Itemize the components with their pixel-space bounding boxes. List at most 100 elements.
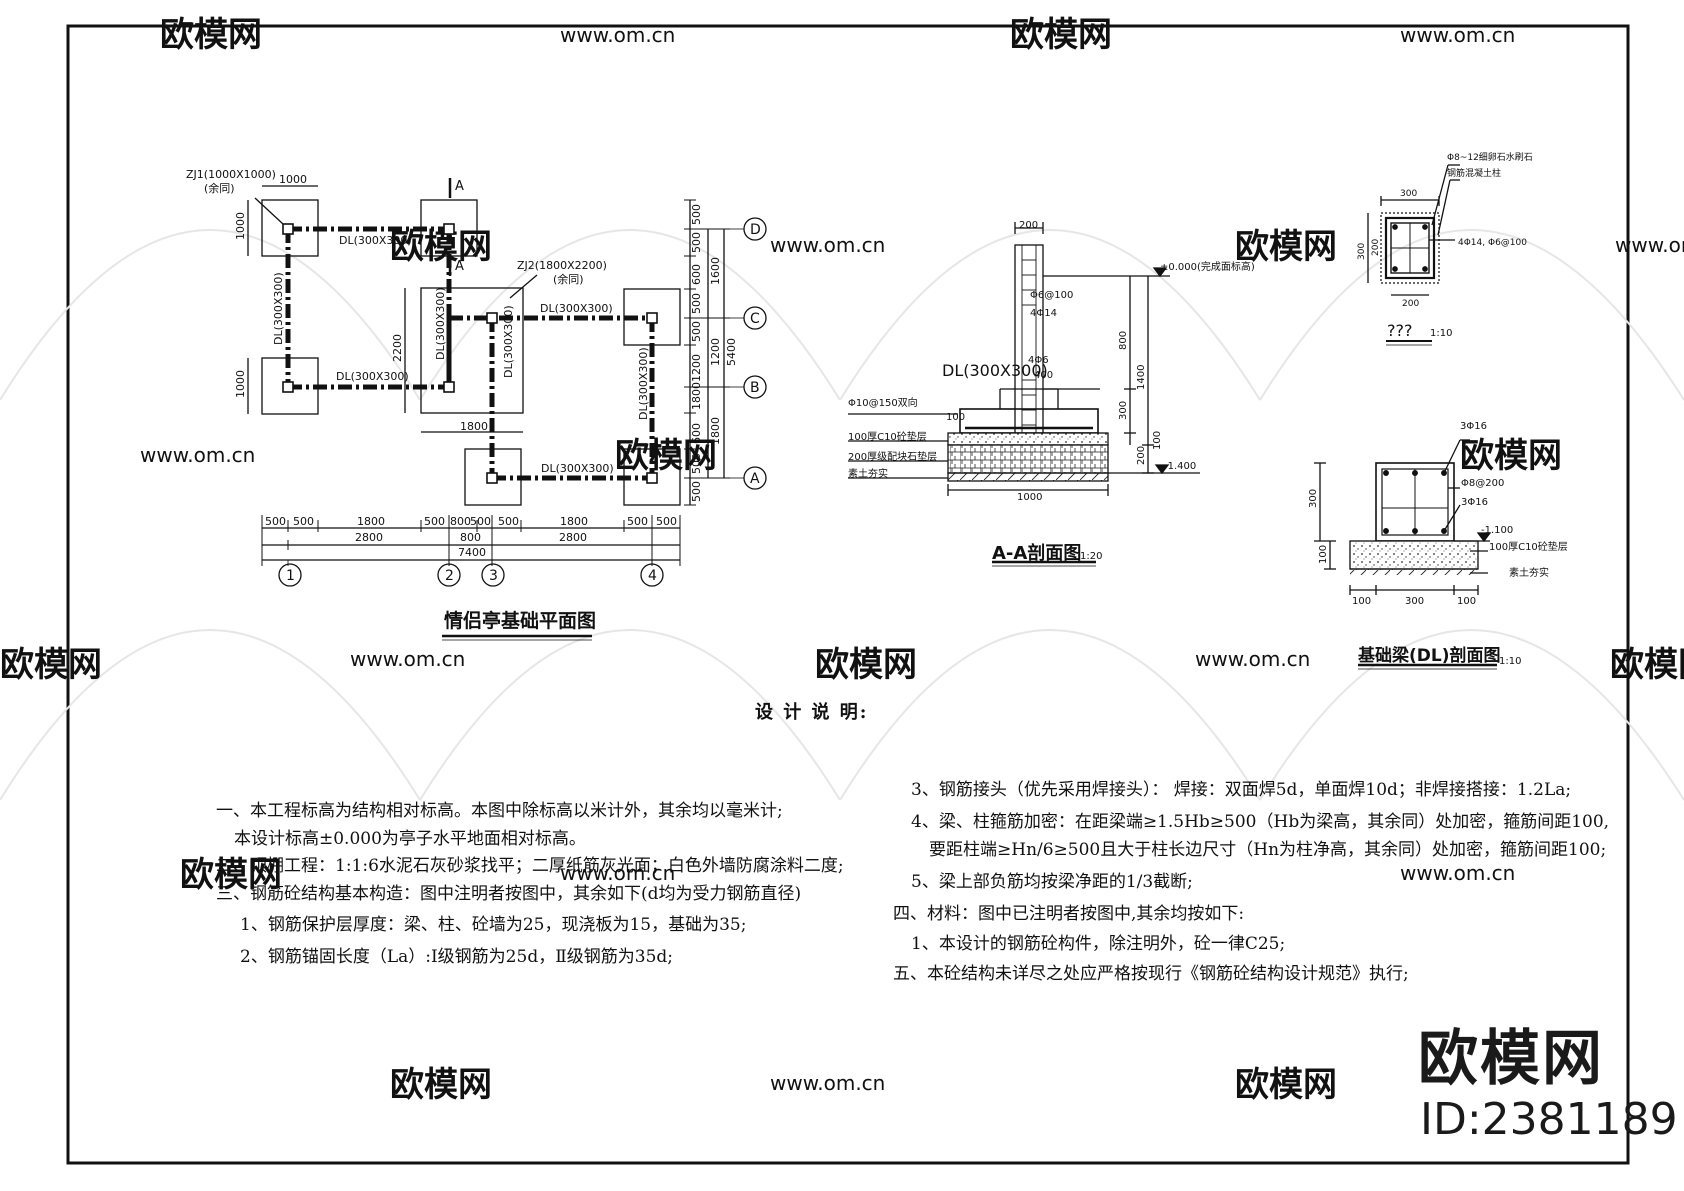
rebar-label: Φ6@100: [1030, 290, 1073, 301]
beam-section-labels: 3Φ16 Φ8@200 3Φ16 -1.100 100厚C10砼垫层 素土夯实 …: [1308, 421, 1568, 667]
dim-label: 5400: [725, 338, 738, 366]
beam-label: DL(300X300): [272, 272, 285, 345]
section-title: 基础梁(DL)剖面图: [1357, 645, 1500, 666]
dim-label: 800: [1118, 331, 1129, 350]
brand-watermark: 欧模网: [1418, 1024, 1604, 1094]
watermark-brand: 欧模网: [160, 15, 262, 55]
dim-label: 500: [656, 515, 677, 528]
watermark-site: www.om.cn: [770, 233, 885, 257]
grid-label: C: [750, 311, 760, 327]
rebar-label: 4Φ14: [1030, 308, 1057, 319]
dim-label: 1200: [690, 354, 703, 382]
dim-label: 600: [690, 423, 703, 444]
grid-label: 4: [648, 568, 657, 584]
dim-label: 100: [1152, 431, 1163, 450]
dim-label: 1000: [279, 173, 307, 186]
grid-bubble: [278, 563, 302, 587]
grid-bubble: [481, 563, 505, 587]
dim-label: 300: [1400, 189, 1417, 199]
dim-label: 200: [1402, 299, 1419, 309]
watermark-brand: 欧模网: [1460, 436, 1562, 476]
beam-label: DL(300X300): [942, 361, 1048, 380]
rebar-label: 3Φ16: [1461, 497, 1488, 508]
note-line: 二、顶棚工程：1:1:6水泥石灰砂浆找平；二厚纸筋灰光面；白色外墙防腐涂料二度;: [216, 856, 844, 876]
note-line: 四、材料：图中已注明者按图中,其余均按如下:: [893, 904, 1245, 924]
dim-label: 100: [1457, 596, 1476, 607]
dim-label: 1000: [1017, 492, 1042, 503]
watermark-brand: 欧模网: [1235, 227, 1337, 267]
beam-label: DL(300X300): [339, 234, 412, 247]
dim-label: 1000: [234, 370, 247, 398]
dim-label: 500: [498, 515, 519, 528]
watermark-site: www.om.cn: [1615, 233, 1684, 257]
grid-label: 1: [286, 568, 295, 584]
sheet-border: [66, 24, 1630, 1165]
dim-label: 100: [946, 412, 965, 423]
dim-label: 500: [690, 204, 703, 225]
note-line: 4、梁、柱箍筋加密：在距梁端≥1.5Hb≥500（Hb为梁高，其余同）处加密，箍…: [911, 812, 1610, 832]
dim-label: 500: [470, 515, 491, 528]
footing-zj2: [420, 287, 524, 414]
dim-label: 800: [460, 531, 481, 544]
zj2-note: (余同): [553, 272, 584, 286]
dim-label: 2200: [391, 334, 404, 362]
watermark-sites: www.om.cn www.om.cn www.om.cn www.om.cn …: [140, 23, 1684, 1095]
note-line: 5、梁上部负筋均按梁净距的1/3截断;: [911, 872, 1193, 892]
note-line: 3、钢筋接头（优先采用焊接头）： 焊接：双面焊5d，单面焊10d；非焊接搭接：1…: [911, 780, 1572, 800]
zj2-label: ZJ2(1800X2200): [517, 259, 607, 272]
grid-label: 2: [445, 568, 454, 584]
grid-bubble: [743, 306, 767, 330]
foundation-plan: [247, 178, 767, 641]
grid-bubble: [743, 466, 767, 490]
rebar-label: 3Φ16: [1460, 421, 1487, 432]
dim-label: 500: [690, 321, 703, 342]
watermark-brand: 欧模网: [390, 1065, 492, 1105]
grid-label: 3: [489, 568, 498, 584]
dim-label: 500: [265, 515, 286, 528]
section-mark: A: [455, 259, 464, 274]
level-label: ±0.000(完成面标高): [1160, 260, 1255, 273]
section-title: ???: [1387, 321, 1412, 340]
grid-bubble: [437, 563, 461, 587]
layer-label: 100厚C10砼垫层: [848, 430, 927, 443]
section-scale: 1:10: [1499, 656, 1521, 667]
dim-label: 400: [1034, 370, 1053, 381]
watermark-brand: 欧模网: [180, 855, 282, 895]
dim-label: 500: [424, 515, 445, 528]
dim-label: 1000: [234, 212, 247, 240]
watermark-brand: 欧模网: [615, 436, 717, 476]
dim-label: 1200: [709, 338, 722, 366]
section-title: A-A剖面图: [992, 542, 1081, 564]
watermark-site: www.om.cn: [140, 443, 255, 467]
dim-label: 1800: [690, 382, 703, 410]
level-label: -1.400: [1164, 461, 1196, 472]
watermark-site: www.om.cn: [1195, 647, 1310, 671]
column-section: [1367, 164, 1460, 346]
note-line: 2、钢筋锚固长度（La）:Ⅰ级钢筋为25d，Ⅱ级钢筋为35d;: [240, 946, 673, 967]
dim-label: 300: [1118, 401, 1129, 420]
beam-label: DL(300X300): [502, 305, 515, 378]
dim-label: 1800: [709, 417, 722, 445]
dim-label: 7400: [458, 546, 486, 559]
grid-label: A: [750, 471, 760, 487]
section-aa: [848, 222, 1200, 567]
rebar-label: Φ10@150双向: [848, 396, 918, 409]
watermark-site: www.om.cn: [1400, 23, 1515, 47]
section-aa-labels: 200 ±0.000(完成面标高) Φ6@100 4Φ14 4Φ6 400 DL…: [848, 220, 1255, 564]
foundation-plan-labels: ZJ1(1000X1000) (余同) 1000 ZJ2(1800X2200) …: [186, 168, 761, 632]
note-line: 1、钢筋保护层厚度：梁、柱、砼墙为25，现浇板为15，基础为35;: [240, 915, 747, 935]
note-label: 钢筋混凝土柱: [1447, 167, 1501, 179]
watermark-brand: 欧模网: [0, 645, 102, 685]
rebar-label: Φ8@200: [1461, 478, 1504, 489]
id-label: ID:2381189: [1420, 1094, 1678, 1145]
dim-label: 500: [690, 481, 703, 502]
grid-bubble: [743, 375, 767, 399]
grid-bubble: [743, 217, 767, 241]
section-scale: 1:20: [1080, 551, 1102, 562]
layer-label: 200厚级配块石垫层: [848, 450, 937, 463]
dim-label: 200: [1136, 446, 1147, 465]
dim-label: 1800: [560, 515, 588, 528]
dim-label: 1600: [709, 257, 722, 285]
watermark-site: www.om.cn: [560, 861, 675, 885]
zj1-label: ZJ1(1000X1000): [186, 168, 276, 181]
